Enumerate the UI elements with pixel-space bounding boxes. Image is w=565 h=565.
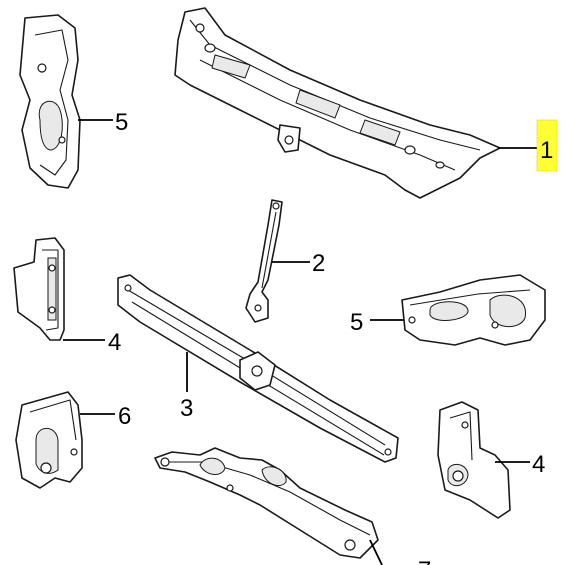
part-3-crossmember-center: [117, 274, 399, 463]
part-5-panel-right: [401, 274, 546, 346]
part-2-brace-link: [245, 199, 283, 323]
callout-2-label: 2: [312, 250, 325, 277]
part-4-bracket-right: [437, 401, 511, 519]
leader-7: [369, 539, 383, 565]
part-6-bracket-lower-left: [15, 391, 83, 489]
callout-1-label: 1: [540, 137, 553, 164]
callout-7-label: 7: [418, 557, 431, 565]
callout-1-highlight: [536, 119, 558, 172]
callout-4-label-a: 4: [108, 329, 121, 356]
part-5-panel-upper-left: [19, 14, 81, 189]
part-7-crossmember-lower: [154, 447, 379, 559]
part-1-radiator-support-upper: [174, 7, 501, 199]
callout-4-label-b: 4: [532, 451, 545, 478]
callout-6-label: 6: [118, 403, 131, 430]
part-4-bracket-left: [13, 237, 65, 341]
callout-3-label: 3: [180, 395, 193, 422]
callout-5-label-a: 5: [115, 109, 128, 136]
callout-5-label-b: 5: [350, 309, 363, 336]
